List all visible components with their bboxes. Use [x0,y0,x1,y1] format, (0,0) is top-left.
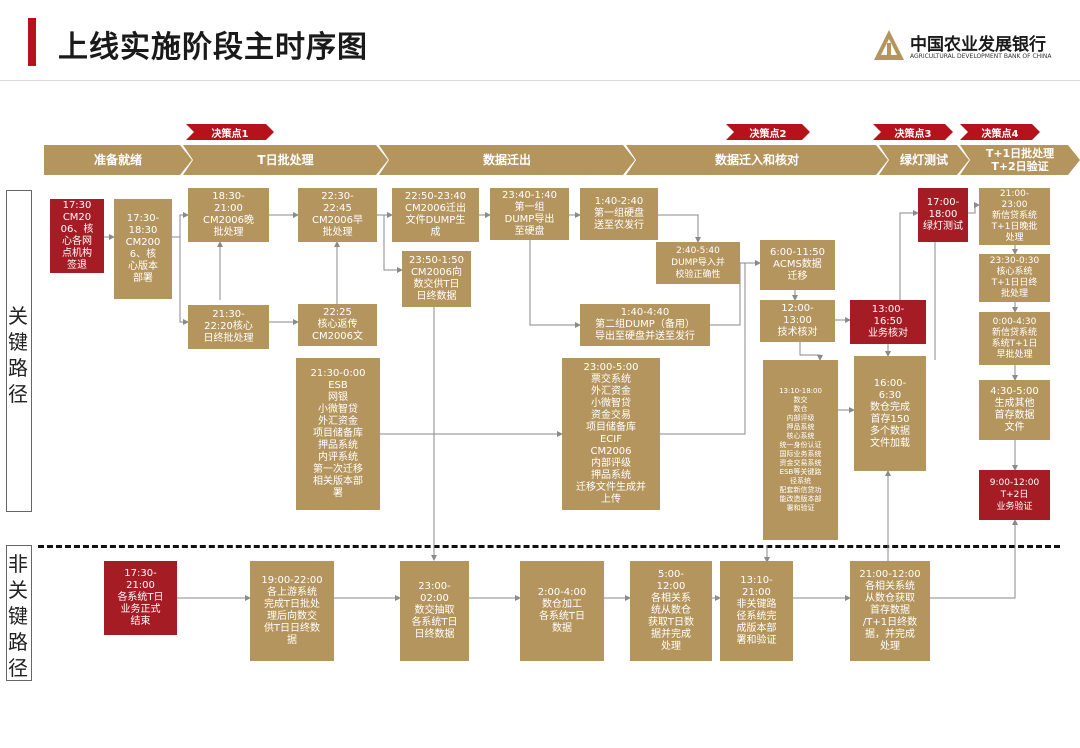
process-box: 17:30- 18:30 CM200 6、核 心版本 部署 [114,199,172,299]
process-box: 23:30-0:30 核心系统 T+1日日终 批处理 [979,254,1050,302]
decision-point-3: 决策点3 [873,124,953,140]
process-box: 5:00- 12:00 各相关系 统从数仓 获取T日数 据并完成 处理 [630,561,712,661]
process-box: 21:30- 22:20核心 日终批处理 [188,305,269,349]
phase-t1-batch: T+1日批处理 T+2日验证 [960,145,1080,175]
non-critical-path-lane [6,545,32,681]
process-box: 22:50-23:40 CM2006迁出 文件DUMP生 成 [392,188,479,242]
process-box: 1:40-2:40 第一组硬盘 送至农发行 [580,188,658,240]
process-box: 13:10- 21:00 非关键路 径系统完 成版本部 署和验证 [720,561,793,661]
process-box: 17:00- 18:00 绿灯测试 [918,188,968,242]
phase-prep: 准备就绪 [44,145,192,175]
process-box: 2:40-5:40 DUMP导入并 校验正确性 [656,242,740,284]
decision-point-2: 决策点2 [726,124,810,140]
process-box: 18:30- 21:00 CM2006晚 批处理 [188,188,269,242]
lane-char: 路 [8,356,28,380]
lane-char: 路 [8,630,28,654]
process-box: 22:30- 22:45 CM2006早 批处理 [298,188,377,242]
process-box: 2:00-4:00 数仓加工 各系统T日 数据 [520,561,604,661]
process-box: 16:00- 6:30 数仓完成 首存150 多个数据 文件加载 [854,356,926,471]
process-box: 12:00- 13:00 技术核对 [760,300,835,342]
process-box: 9:00-12:00 T+2日 业务验证 [979,470,1050,520]
phase-data-import-verify: 数据迁入和核对 [626,145,888,175]
decision-point-4: 决策点4 [960,124,1040,140]
process-box: 17:30- 21:00 各系统T日 业务正式 结束 [104,561,177,635]
lane-char: 关 [8,304,28,328]
phase-green-light-test: 绿灯测试 [879,145,969,175]
lane-char: 径 [8,382,28,406]
process-box: 23:40-1:40 第一组 DUMP导出 至硬盘 [490,188,569,240]
process-box: 1:40-4:40 第二组DUMP（备用） 导出至硬盘并送至发行 [580,304,710,346]
phase-data-export: 数据迁出 [379,145,635,175]
process-box: 0:00-4:30 新信贷系统 系统T+1日 早批处理 [979,312,1050,365]
lane-char: 径 [8,656,28,680]
phase-t-day-batch: T日批处理 [183,145,388,175]
lane-divider [38,545,1060,548]
lane-char: 非 [8,552,28,576]
bank-name-en: AGRICULTURAL DEVELOPMENT BANK OF CHINA [910,53,1052,60]
process-box: 23:00- 02:00 数交抽取 各系统T日 日终数据 [400,561,469,661]
title-accent-bar [28,18,36,66]
page-title: 上线实施阶段主时序图 [58,30,368,65]
lane-char: 键 [8,330,28,354]
process-box: 21:00- 23:00 新信贷系统 T+1日晚批 处理 [979,188,1050,245]
lane-char: 关 [8,578,28,602]
process-box: 21:00-12:00 各相关系统 从数仓获取 首存数据 /T+1日终数 据，并… [850,561,930,661]
process-box: 21:30-0:00 ESB 网银 小微智贷 外汇资金 项目储备库 押品系统 内… [296,358,380,510]
process-box: 4:30-5:00 生成其他 首存数据 文件 [979,380,1050,440]
header-divider [0,80,1080,81]
process-box: 23:50-1:50 CM2006向 数交供T日 日终数据 [402,251,471,307]
critical-path-lane [6,190,32,512]
process-box: 22:25 核心返传 CM2006文 [298,304,377,346]
lane-char: 键 [8,604,28,628]
bank-logo-icon [874,30,904,60]
process-box: 13:10-18:00 数交 数仓 内部评级 押品系统 核心系统 统一身份认证 … [763,360,838,540]
process-box: 6:00-11:50 ACMS数据 迁移 [760,240,835,290]
process-box: 13:00- 16:50 业务核对 [850,300,926,344]
process-box: 19:00-22:00 各上游系统 完成T日批处 理后向数交 供T日日终数 据 [250,561,334,661]
process-box: 23:00-5:00 票交系统 外汇资金 小微智贷 资金交易 项目储备库 ECI… [562,358,660,510]
decision-point-1: 决策点1 [186,124,274,140]
bank-name-cn: 中国农业发展银行 [910,35,1046,55]
process-box: 17:30 CM20 06、核 心各网 点机构 签退 [50,199,104,273]
